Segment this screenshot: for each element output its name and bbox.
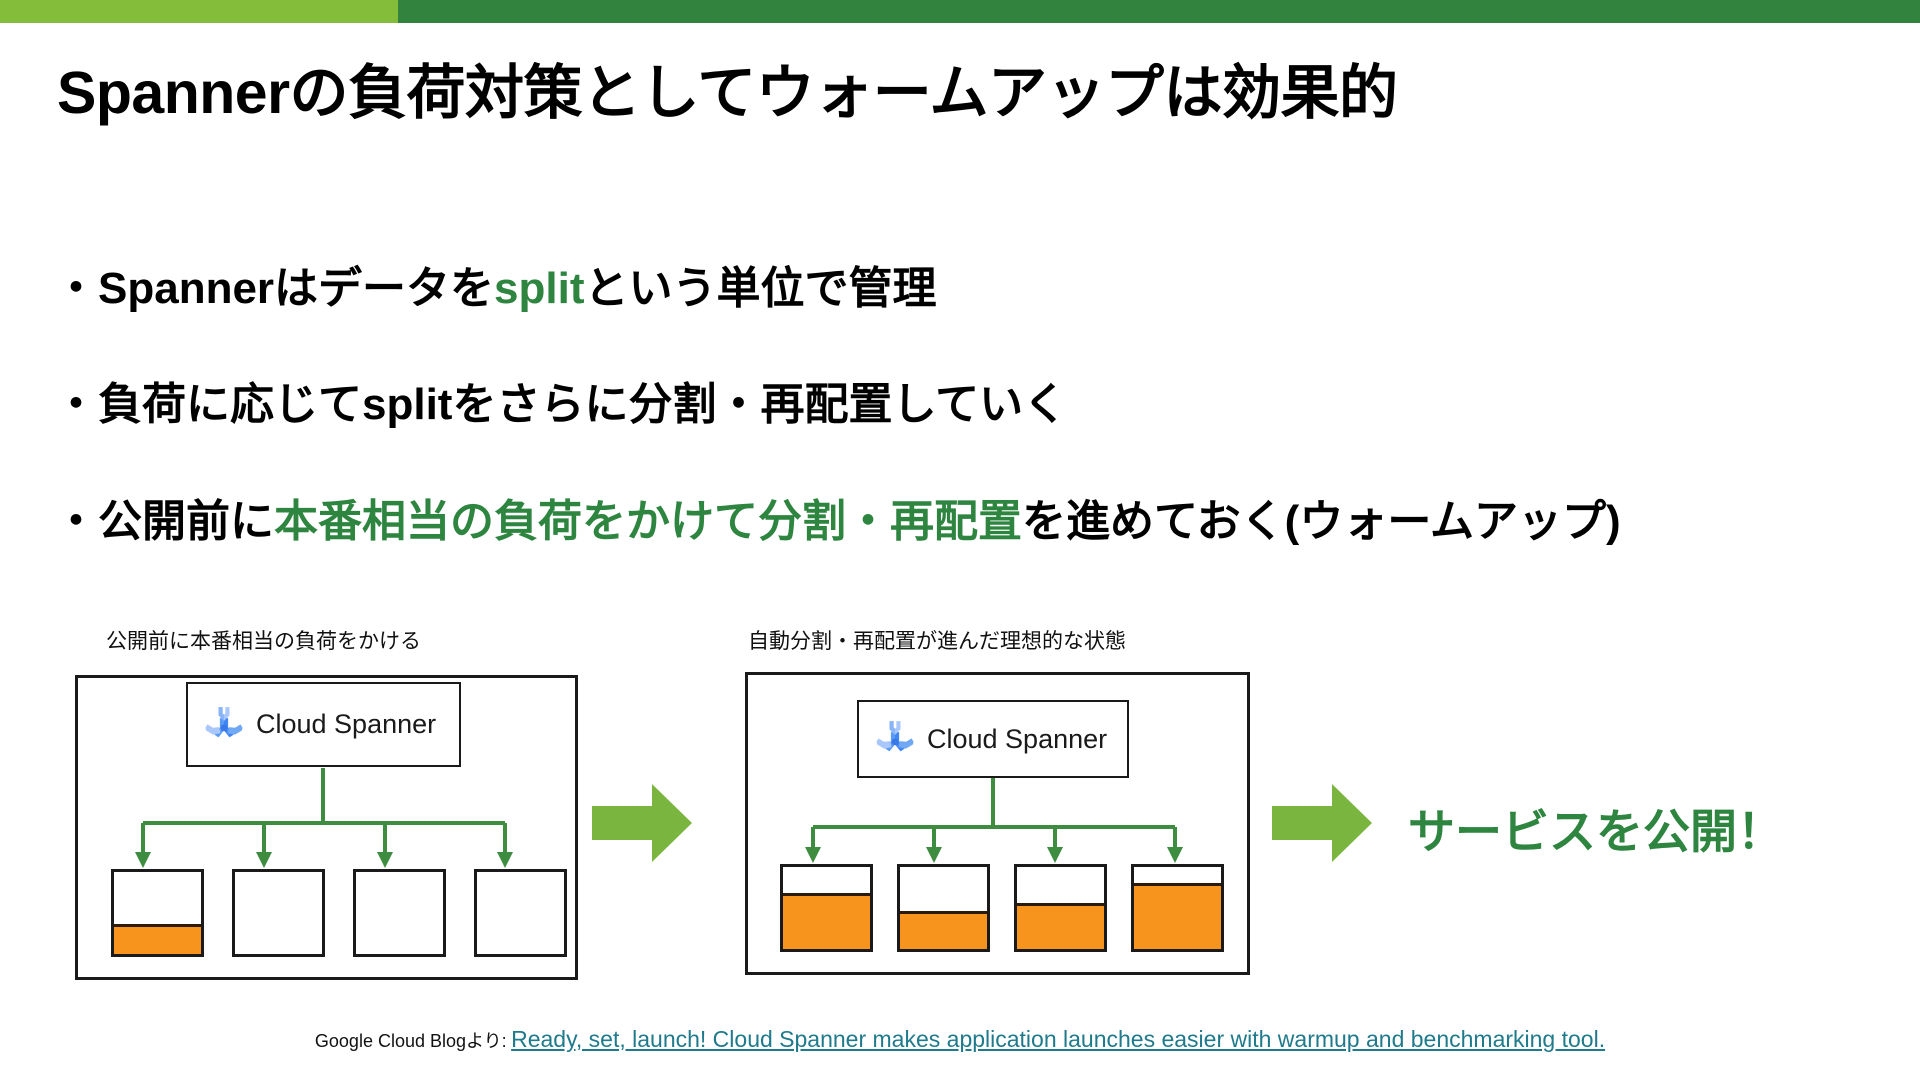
top-accent-bar-left-segment xyxy=(0,0,398,23)
footer-source-prefix: Google Cloud Blogより: xyxy=(314,1031,507,1051)
top-accent-bar xyxy=(0,0,1920,23)
diagram-left-cloud-spanner-node: Cloud Spanner xyxy=(186,682,461,767)
diagram-left-split-3 xyxy=(353,869,446,957)
bullet-marker: ・ xyxy=(54,380,98,429)
top-accent-bar-right-segment xyxy=(398,0,1920,23)
bullet-item-2: ・負荷に応じてsplitをさらに分割・再配置していく xyxy=(54,380,1068,429)
diagram-left-split-2 xyxy=(232,869,325,957)
cloud-spanner-wrench-icon xyxy=(876,721,914,752)
split-load-fill xyxy=(900,911,987,949)
footer-citation: Google Cloud Blogより: Ready, set, launch!… xyxy=(0,1026,1920,1053)
bullet-3-segment-2-highlight: 本番相当の負荷をかけて分割・再配置 xyxy=(274,497,1022,546)
diagram-right-caption: 自動分割・再配置が進んだ理想的な状態 xyxy=(748,630,1126,653)
bullet-marker: ・ xyxy=(54,264,98,313)
diagram-right-split-2 xyxy=(897,864,990,952)
footer-source-link[interactable]: Ready, set, launch! Cloud Spanner makes … xyxy=(511,1026,1606,1052)
diagram-left-caption: 公開前に本番相当の負荷をかける xyxy=(106,630,421,653)
bullet-3-segment-1: 公開前に xyxy=(98,497,274,546)
diagram-right-split-3 xyxy=(1014,864,1107,952)
bullet-item-1: ・Spannerはデータをsplitという単位で管理 xyxy=(54,264,937,313)
arrow-right-icon-final xyxy=(1272,784,1372,862)
cloud-spanner-label: Cloud Spanner xyxy=(927,723,1108,754)
diagram-right-split-1 xyxy=(780,864,873,952)
diagram-right-cloud-spanner-node: Cloud Spanner xyxy=(857,700,1129,778)
publish-service-text: サービスを公開！ xyxy=(1408,805,1784,858)
cloud-spanner-wrench-icon xyxy=(205,706,243,737)
split-load-fill xyxy=(114,924,201,954)
arrow-right-icon-middle xyxy=(592,784,692,862)
diagram-left-split-1 xyxy=(111,869,204,957)
bullet-3-segment-3: を進めておく(ウォームアップ) xyxy=(1022,497,1621,546)
bullet-1-segment-1: Spannerはデータを xyxy=(98,264,495,313)
bullet-1-segment-3: という単位で管理 xyxy=(584,264,937,313)
bullet-2-segment-1: 負荷に応じてsplitをさらに分割・再配置していく xyxy=(98,380,1068,429)
diagram-left-split-4 xyxy=(474,869,567,957)
split-load-fill xyxy=(1017,903,1104,949)
bullet-1-segment-2-highlight: split xyxy=(494,264,585,313)
bullet-item-3: ・公開前に本番相当の負荷をかけて分割・再配置を進めておく(ウォームアップ) xyxy=(54,497,1621,546)
split-load-fill xyxy=(1134,883,1221,949)
page-title: Spannerの負荷対策としてウォームアップは効果的 xyxy=(57,60,1398,126)
bullet-marker: ・ xyxy=(54,497,98,546)
diagram-right-split-4 xyxy=(1131,864,1224,952)
split-load-fill xyxy=(783,893,870,949)
cloud-spanner-label: Cloud Spanner xyxy=(256,709,437,739)
